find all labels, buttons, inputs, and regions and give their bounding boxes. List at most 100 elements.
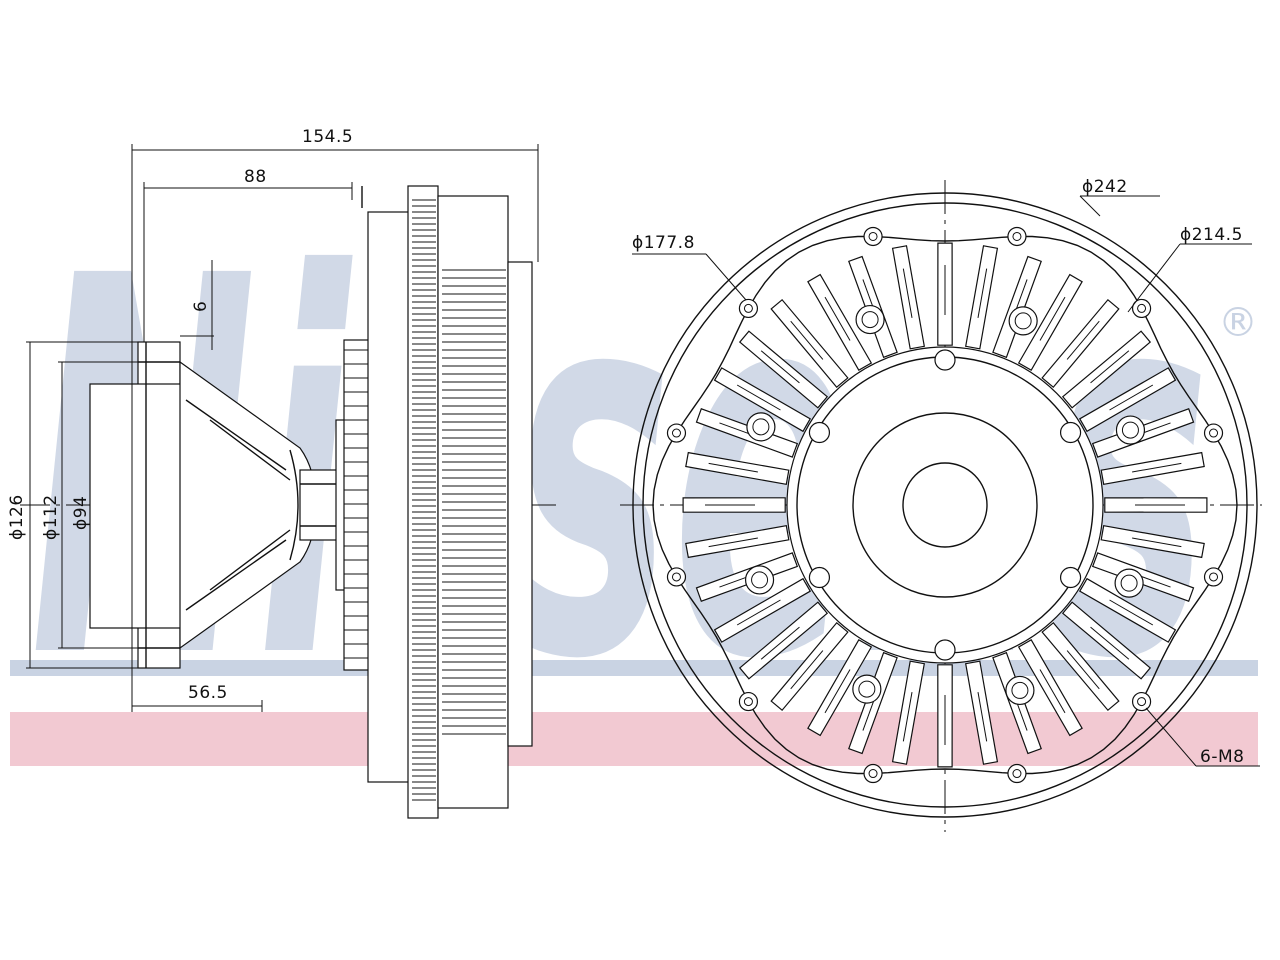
front-fin-rib [736, 384, 781, 411]
front-bolt-hole-inner [1137, 697, 1147, 707]
front-bolt-hole [1007, 226, 1027, 247]
dim-flange-thickness: 6 [191, 301, 211, 312]
front-hub-hole [1059, 566, 1082, 589]
front-hub-ring [786, 346, 1104, 664]
front-fin-boss [746, 412, 776, 442]
front-fin-rib [824, 669, 851, 714]
front-fin-rib [824, 296, 851, 341]
front-bolt-hole [1203, 423, 1224, 443]
front-rim-inner-edge [642, 202, 1248, 808]
front-bolt-hole-inner [1012, 231, 1022, 241]
front-bolt-hole-inner [1137, 303, 1147, 313]
front-bolt-hole-inner [671, 572, 681, 582]
front-fin-boss-inner [1121, 421, 1139, 439]
dim-outer-diameter: ϕ242 [1082, 177, 1128, 197]
front-fin-rib [1066, 650, 1100, 690]
front-view: ϕ242 ϕ214.5 ϕ177.8 6-M8 [620, 177, 1262, 832]
front-fin-rib [1132, 462, 1182, 473]
front-bolt-hole-inner [743, 697, 753, 707]
dim-mount-offset: 56.5 [188, 683, 228, 703]
front-fin-rib [708, 537, 758, 548]
front-fin-rib [977, 268, 988, 318]
front-fin-boss-inner [1014, 312, 1032, 330]
front-bolt-hole-inner [1012, 769, 1022, 779]
side-mount-plate [335, 186, 371, 671]
front-bolt-hole [666, 567, 687, 587]
dim-pilot-diameter: ϕ112 [41, 494, 61, 540]
dim-inner-diameter: ϕ177.8 [632, 233, 695, 253]
front-bolt-hole-inner [868, 769, 878, 779]
front-bolt-hole-inner [1209, 572, 1219, 582]
front-hub-hole [934, 639, 956, 661]
front-dimensions: ϕ242 ϕ214.5 ϕ177.8 6-M8 [632, 177, 1260, 767]
front-fin-boss [1115, 415, 1146, 445]
front-bolt-holes [666, 226, 1224, 784]
front-fin-rib [1132, 537, 1182, 548]
front-fin-rib [1090, 350, 1130, 384]
dim-hub-length: 88 [244, 167, 267, 187]
front-fin-rib [902, 692, 913, 742]
front-fin-rib [1039, 296, 1066, 341]
front-hub-hole [808, 421, 831, 444]
front-hub-plate [852, 412, 1038, 598]
side-cooling-fins [442, 269, 506, 735]
front-fin-boss-inner [1120, 574, 1138, 592]
front-bolt-hole-inner [1209, 428, 1219, 438]
front-fin-boss [855, 304, 885, 335]
front-fin-boss-inner [861, 311, 879, 329]
dim-flange-outer: ϕ126 [7, 494, 27, 540]
dim-bolt-circle: ϕ214.5 [1180, 225, 1243, 245]
front-outer-rim [632, 192, 1258, 818]
front-fin-boss [744, 565, 775, 595]
front-bolt-hole [738, 691, 759, 712]
front-bolt-hole [666, 423, 687, 443]
side-view: 154.5 88 6 ϕ126 ϕ112 ϕ94 [7, 127, 560, 819]
front-housing-profile [652, 235, 1238, 775]
front-fin-boss-inner [858, 680, 876, 698]
front-fin-rib [902, 268, 913, 318]
front-fin-rib [708, 462, 758, 473]
front-radial-fins [682, 242, 1208, 768]
front-bolt-hole [1007, 763, 1027, 784]
dim-thread-holes: 6-M8 [1200, 747, 1244, 767]
front-fin-rib [1066, 320, 1100, 360]
dim-bore-diameter: ϕ94 [71, 496, 91, 530]
side-housing-teeth [412, 199, 436, 801]
front-fin-boss-inner [751, 571, 769, 589]
front-bolt-hole [863, 226, 883, 247]
front-bolt-hole-inner [868, 231, 878, 241]
front-fin-rib [1109, 384, 1154, 411]
front-bolt-hole [1131, 691, 1152, 712]
side-dimensions: 154.5 88 6 ϕ126 ϕ112 ϕ94 [7, 127, 539, 712]
dim-overall-length: 154.5 [302, 127, 353, 147]
front-fin-boss-inner [752, 418, 770, 436]
front-fin-rib [790, 320, 824, 360]
front-fin-boss [1005, 675, 1035, 706]
front-fin-bosses [744, 304, 1146, 706]
front-hub-hole [1059, 421, 1082, 444]
watermark-registered-mark: ® [1218, 300, 1258, 346]
front-fin-rib [977, 692, 988, 742]
front-fin-rib [790, 650, 824, 690]
side-hub [89, 341, 341, 669]
front-fin-boss [852, 674, 882, 704]
front-fin-rib [736, 599, 781, 626]
front-bolt-hole [1131, 298, 1152, 319]
front-fin-rib [760, 626, 800, 660]
front-fin-rib [1039, 669, 1066, 714]
front-bolt-hole [863, 763, 883, 784]
front-bolt-hole-inner [671, 428, 681, 438]
front-bolt-hole [738, 298, 759, 319]
front-fin-rib [1109, 599, 1154, 626]
front-fin-rib [760, 350, 800, 384]
front-hub-hole [808, 566, 831, 589]
front-bolt-hole [1203, 567, 1224, 587]
front-hub-holes [808, 349, 1082, 661]
front-center-boss [902, 462, 988, 548]
front-bolt-hole-inner [743, 303, 753, 313]
front-fin-rib [1090, 626, 1130, 660]
front-hub-hole [934, 349, 956, 371]
front-fin-boss-inner [1011, 681, 1029, 699]
front-fin-boss [1114, 568, 1144, 598]
